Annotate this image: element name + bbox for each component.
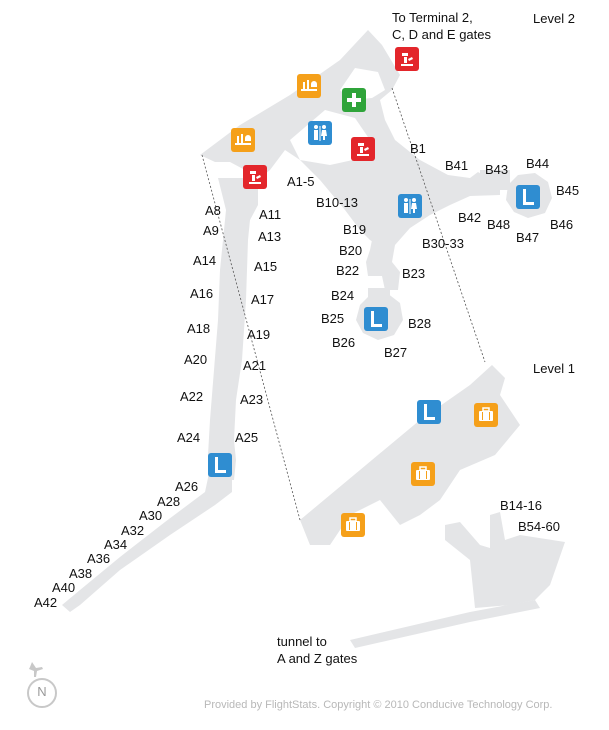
gate-label[interactable]: B28 — [408, 316, 432, 331]
gate-label[interactable]: B1 — [410, 141, 426, 156]
gate-label[interactable]: A15 — [254, 259, 278, 274]
gate-label[interactable]: A40 — [52, 580, 76, 595]
gate-label[interactable]: B14-16 — [500, 498, 542, 513]
gate-label[interactable]: B20 — [339, 243, 363, 258]
gate-label[interactable]: B48 — [487, 217, 511, 232]
gate-label[interactable]: A24 — [177, 430, 201, 445]
gate-label[interactable]: B42 — [458, 210, 482, 225]
gate-label[interactable]: A32 — [121, 523, 145, 538]
gate-label[interactable]: B43 — [485, 162, 509, 177]
gate-label[interactable]: A1-5 — [287, 174, 315, 189]
level1-hall — [300, 365, 520, 545]
gate-label[interactable]: B46 — [550, 217, 574, 232]
gate-label[interactable]: B25 — [321, 311, 345, 326]
gate-label[interactable]: B26 — [332, 335, 356, 350]
tunnel-note: tunnel to A and Z gates — [277, 634, 358, 666]
baggage-claim-icon[interactable] — [341, 513, 365, 537]
first-aid-icon[interactable] — [342, 88, 366, 112]
restroom-icon[interactable] — [308, 121, 332, 145]
gate-label[interactable]: B47 — [516, 230, 540, 245]
terminal2-note: To Terminal 2, C, D and E gates — [392, 10, 491, 42]
gate-label[interactable]: B19 — [343, 222, 367, 237]
gate-label[interactable]: A14 — [193, 253, 217, 268]
credit-line: Provided by FlightStats. Copyright © 201… — [204, 699, 553, 711]
gate-label[interactable]: A20 — [184, 352, 208, 367]
gate-label[interactable]: A13 — [258, 229, 282, 244]
a-pier-level1 — [62, 478, 232, 612]
gate-label[interactable]: B22 — [336, 263, 360, 278]
a-pier-level2 — [208, 178, 258, 480]
gate-label[interactable]: A23 — [240, 392, 264, 407]
baggage-claim-icon[interactable] — [474, 403, 498, 427]
level-1-title: Level 1 — [533, 361, 575, 376]
gate-label[interactable]: A28 — [157, 494, 181, 509]
gate-label[interactable]: A26 — [175, 479, 199, 494]
airplane-icon — [27, 662, 57, 708]
gate-label[interactable]: B10-13 — [316, 195, 358, 210]
gate-label[interactable]: A34 — [104, 537, 128, 552]
gate-label[interactable]: A11 — [259, 207, 282, 222]
compass-north-label: N — [37, 684, 47, 699]
customs-icon[interactable] — [243, 165, 267, 189]
tunnel — [350, 600, 540, 648]
gate-label[interactable]: A21 — [243, 358, 267, 373]
customs-icon[interactable] — [351, 137, 375, 161]
gate-label[interactable]: B54-60 — [518, 519, 560, 534]
compass: N — [22, 660, 62, 710]
lounge-icon[interactable] — [208, 453, 232, 477]
customs-icon[interactable] — [395, 47, 419, 71]
gate-label[interactable]: A8 — [205, 203, 221, 218]
gate-label[interactable]: A36 — [87, 551, 111, 566]
b54-area — [445, 512, 565, 608]
lounge-icon[interactable] — [516, 185, 540, 209]
gate-label[interactable]: A18 — [187, 321, 211, 336]
level-connectors — [201, 87, 486, 521]
gate-label[interactable]: B23 — [402, 266, 426, 281]
level-2-title: Level 2 — [533, 11, 575, 26]
gate-label[interactable]: A19 — [247, 327, 271, 342]
baggage-claim-icon[interactable] — [411, 462, 435, 486]
gate-label[interactable]: B30-33 — [422, 236, 464, 251]
gate-label[interactable]: B45 — [556, 183, 580, 198]
restroom-icon[interactable] — [398, 194, 422, 218]
gate-label[interactable]: A17 — [251, 292, 275, 307]
lounge-icon[interactable] — [417, 400, 441, 424]
gate-label[interactable]: A30 — [139, 508, 163, 523]
gate-label[interactable]: A38 — [69, 566, 93, 581]
gate-label[interactable]: A22 — [180, 389, 204, 404]
gate-label[interactable]: A25 — [235, 430, 259, 445]
gate-label[interactable]: B24 — [331, 288, 355, 303]
gate-label[interactable]: B27 — [384, 345, 408, 360]
restaurant-icon[interactable] — [231, 128, 255, 152]
gate-label[interactable]: A16 — [190, 286, 214, 301]
b-pier-connector — [366, 240, 400, 290]
restaurant-icon[interactable] — [297, 74, 321, 98]
gate-label[interactable]: A42 — [34, 595, 58, 610]
gate-label[interactable]: B44 — [526, 156, 550, 171]
lounge-icon[interactable] — [364, 307, 388, 331]
gate-label[interactable]: B41 — [445, 158, 469, 173]
gate-label[interactable]: A9 — [203, 223, 219, 238]
